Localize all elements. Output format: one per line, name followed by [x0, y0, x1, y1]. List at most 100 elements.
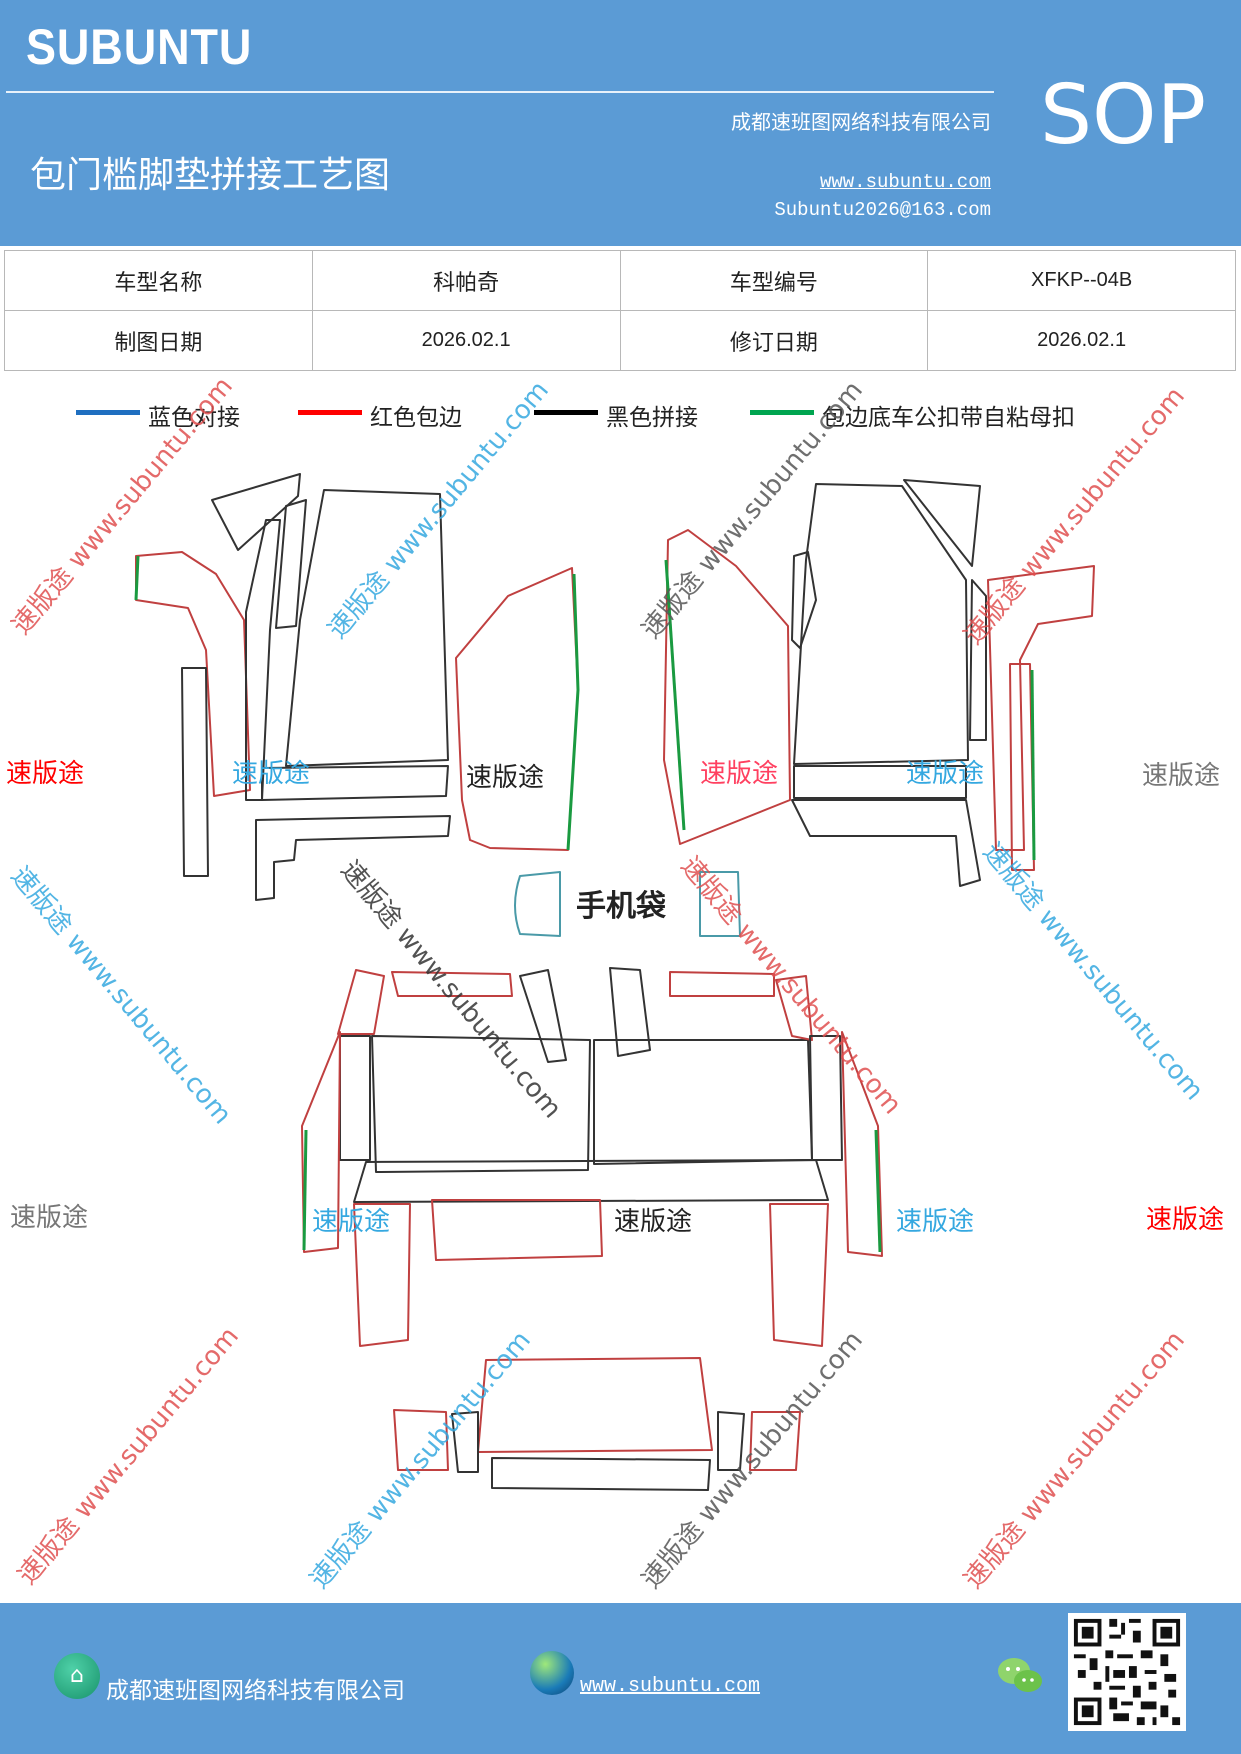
- mat-piece: [285, 489, 449, 767]
- mat-piece: [255, 815, 451, 901]
- mat-piece: [669, 971, 775, 997]
- watermark-text: 速版途: [700, 759, 778, 789]
- watermark-text: 速版途: [896, 1207, 974, 1237]
- mat-piece: [391, 971, 513, 997]
- mat-piece: [593, 1039, 813, 1165]
- watermark-text: 速版途: [232, 759, 310, 789]
- watermark-text: 速版途: [6, 759, 84, 789]
- label-drawing-date: 制图日期: [4, 310, 313, 371]
- mat-piece: [519, 969, 567, 1063]
- mat-piece: [211, 473, 301, 551]
- mat-piece: [1009, 663, 1035, 871]
- mat-piece: [431, 1199, 603, 1261]
- mat-piece: [809, 1035, 843, 1161]
- legend-black-label: 黑色拼接: [606, 405, 698, 431]
- mat-piece: [337, 969, 385, 1035]
- mat-piece: [775, 975, 813, 1041]
- green-edge: [302, 1129, 308, 1251]
- phone-pocket: [699, 871, 741, 937]
- mat-piece: [749, 1411, 801, 1471]
- header-company: 成都速班图网络科技有限公司: [731, 110, 991, 134]
- mat-piece: [353, 1203, 411, 1347]
- watermark-text: 速版途: [466, 763, 544, 793]
- header-email: Subuntu2026@163.com: [774, 199, 991, 221]
- wechat-icon: [998, 1658, 1042, 1692]
- watermark-text: 速版途: [1142, 761, 1220, 791]
- mat-piece: [451, 1411, 479, 1473]
- legend-blue-label: 蓝色对接: [148, 405, 240, 431]
- qr-code: [1068, 1613, 1186, 1731]
- watermark-text: 速版途: [312, 1207, 390, 1237]
- mat-piece: [245, 519, 281, 801]
- mat-piece: [261, 765, 449, 801]
- mat-piece: [393, 1409, 449, 1471]
- mat-piece: [791, 799, 981, 887]
- footer-banner: ⌂ 成都速班图网络科技有限公司 www.subuntu.com: [0, 1603, 1241, 1754]
- sop-badge: SOP: [1040, 68, 1207, 163]
- mat-piece: [717, 1411, 745, 1471]
- mat-piece: [339, 1035, 371, 1161]
- watermark-text: 速版途: [614, 1207, 692, 1237]
- table-row: 车型名称 科帕奇 车型编号 XFKP--04B: [4, 250, 1236, 311]
- mat-piece: [275, 499, 307, 629]
- mat-piece: [491, 1457, 711, 1491]
- mat-piece: [181, 667, 209, 877]
- legend-red-swatch: [298, 410, 362, 415]
- vehicle-info-table: 车型名称 科帕奇 车型编号 XFKP--04B 制图日期 2026.02.1 修…: [4, 250, 1236, 371]
- globe-icon: [530, 1651, 574, 1695]
- mat-piece: [135, 551, 251, 797]
- value-revision-date: 2026.02.1: [927, 310, 1236, 371]
- value-model-name: 科帕奇: [311, 250, 621, 311]
- watermark-diagonal: 速版途 www.subuntu.com: [304, 1326, 536, 1595]
- home-icon: ⌂: [54, 1653, 100, 1699]
- footer-company: 成都速班图网络科技有限公司: [106, 1678, 405, 1704]
- watermark-diagonal: 速版途 www.subuntu.com: [5, 861, 237, 1130]
- green-edge: [566, 573, 580, 851]
- header-banner: SUBUNTU 包门槛脚垫拼接工艺图 成都速班图网络科技有限公司 www.sub…: [0, 0, 1241, 246]
- mat-piece: [987, 565, 1095, 851]
- green-edge: [874, 1129, 882, 1253]
- legend-green-label: 包边底车公扣带自粘母扣: [822, 405, 1075, 431]
- brand-logo: SUBUNTU: [26, 19, 253, 75]
- mat-piece: [903, 479, 981, 567]
- label-revision-date: 修订日期: [619, 310, 929, 371]
- mat-piece: [353, 1159, 829, 1203]
- page-title: 包门槛脚垫拼接工艺图: [30, 155, 391, 196]
- green-edge: [1030, 669, 1036, 861]
- mat-piece: [793, 483, 969, 765]
- legend-green-swatch: [750, 410, 814, 415]
- mat-piece: [371, 1035, 591, 1173]
- mat-piece: [663, 529, 791, 845]
- legend-red-label: 红色包边: [370, 405, 462, 431]
- mat-piece: [841, 1031, 883, 1257]
- watermark-text: 速版途: [906, 759, 984, 789]
- pocket-label: 手机袋: [576, 889, 666, 924]
- table-row: 制图日期 2026.02.1 修订日期 2026.02.1: [4, 310, 1236, 371]
- mat-piece: [969, 579, 987, 741]
- header-divider: [6, 91, 994, 93]
- watermark-diagonal: 速版途 www.subuntu.com: [6, 372, 238, 641]
- mat-piece: [793, 765, 967, 799]
- phone-pocket: [514, 871, 561, 937]
- mat-piece: [769, 1203, 829, 1347]
- mat-piece: [455, 567, 579, 851]
- legend-black-swatch: [534, 410, 598, 415]
- value-model-code: XFKP--04B: [927, 250, 1236, 311]
- watermark-diagonal: 速版途 www.subuntu.com: [636, 376, 868, 645]
- watermark-diagonal: 速版途 www.subuntu.com: [977, 837, 1209, 1106]
- label-model-code: 车型编号: [619, 250, 929, 311]
- footer-website-link[interactable]: www.subuntu.com: [580, 1675, 761, 1698]
- mat-piece: [609, 967, 651, 1057]
- green-edge: [134, 555, 140, 601]
- mat-piece: [791, 551, 817, 649]
- watermark-diagonal: 速版途 www.subuntu.com: [675, 851, 907, 1120]
- watermark-text: 速版途: [1146, 1205, 1224, 1235]
- green-edge: [664, 559, 686, 831]
- watermark-diagonal: 速版途 www.subuntu.com: [12, 1322, 244, 1591]
- watermark-diagonal: 速版途 www.subuntu.com: [958, 382, 1190, 651]
- mat-piece: [477, 1357, 713, 1453]
- header-website-link[interactable]: www.subuntu.com: [819, 171, 991, 193]
- value-drawing-date: 2026.02.1: [311, 310, 621, 371]
- watermark-diagonal: 速版途 www.subuntu.com: [322, 376, 554, 645]
